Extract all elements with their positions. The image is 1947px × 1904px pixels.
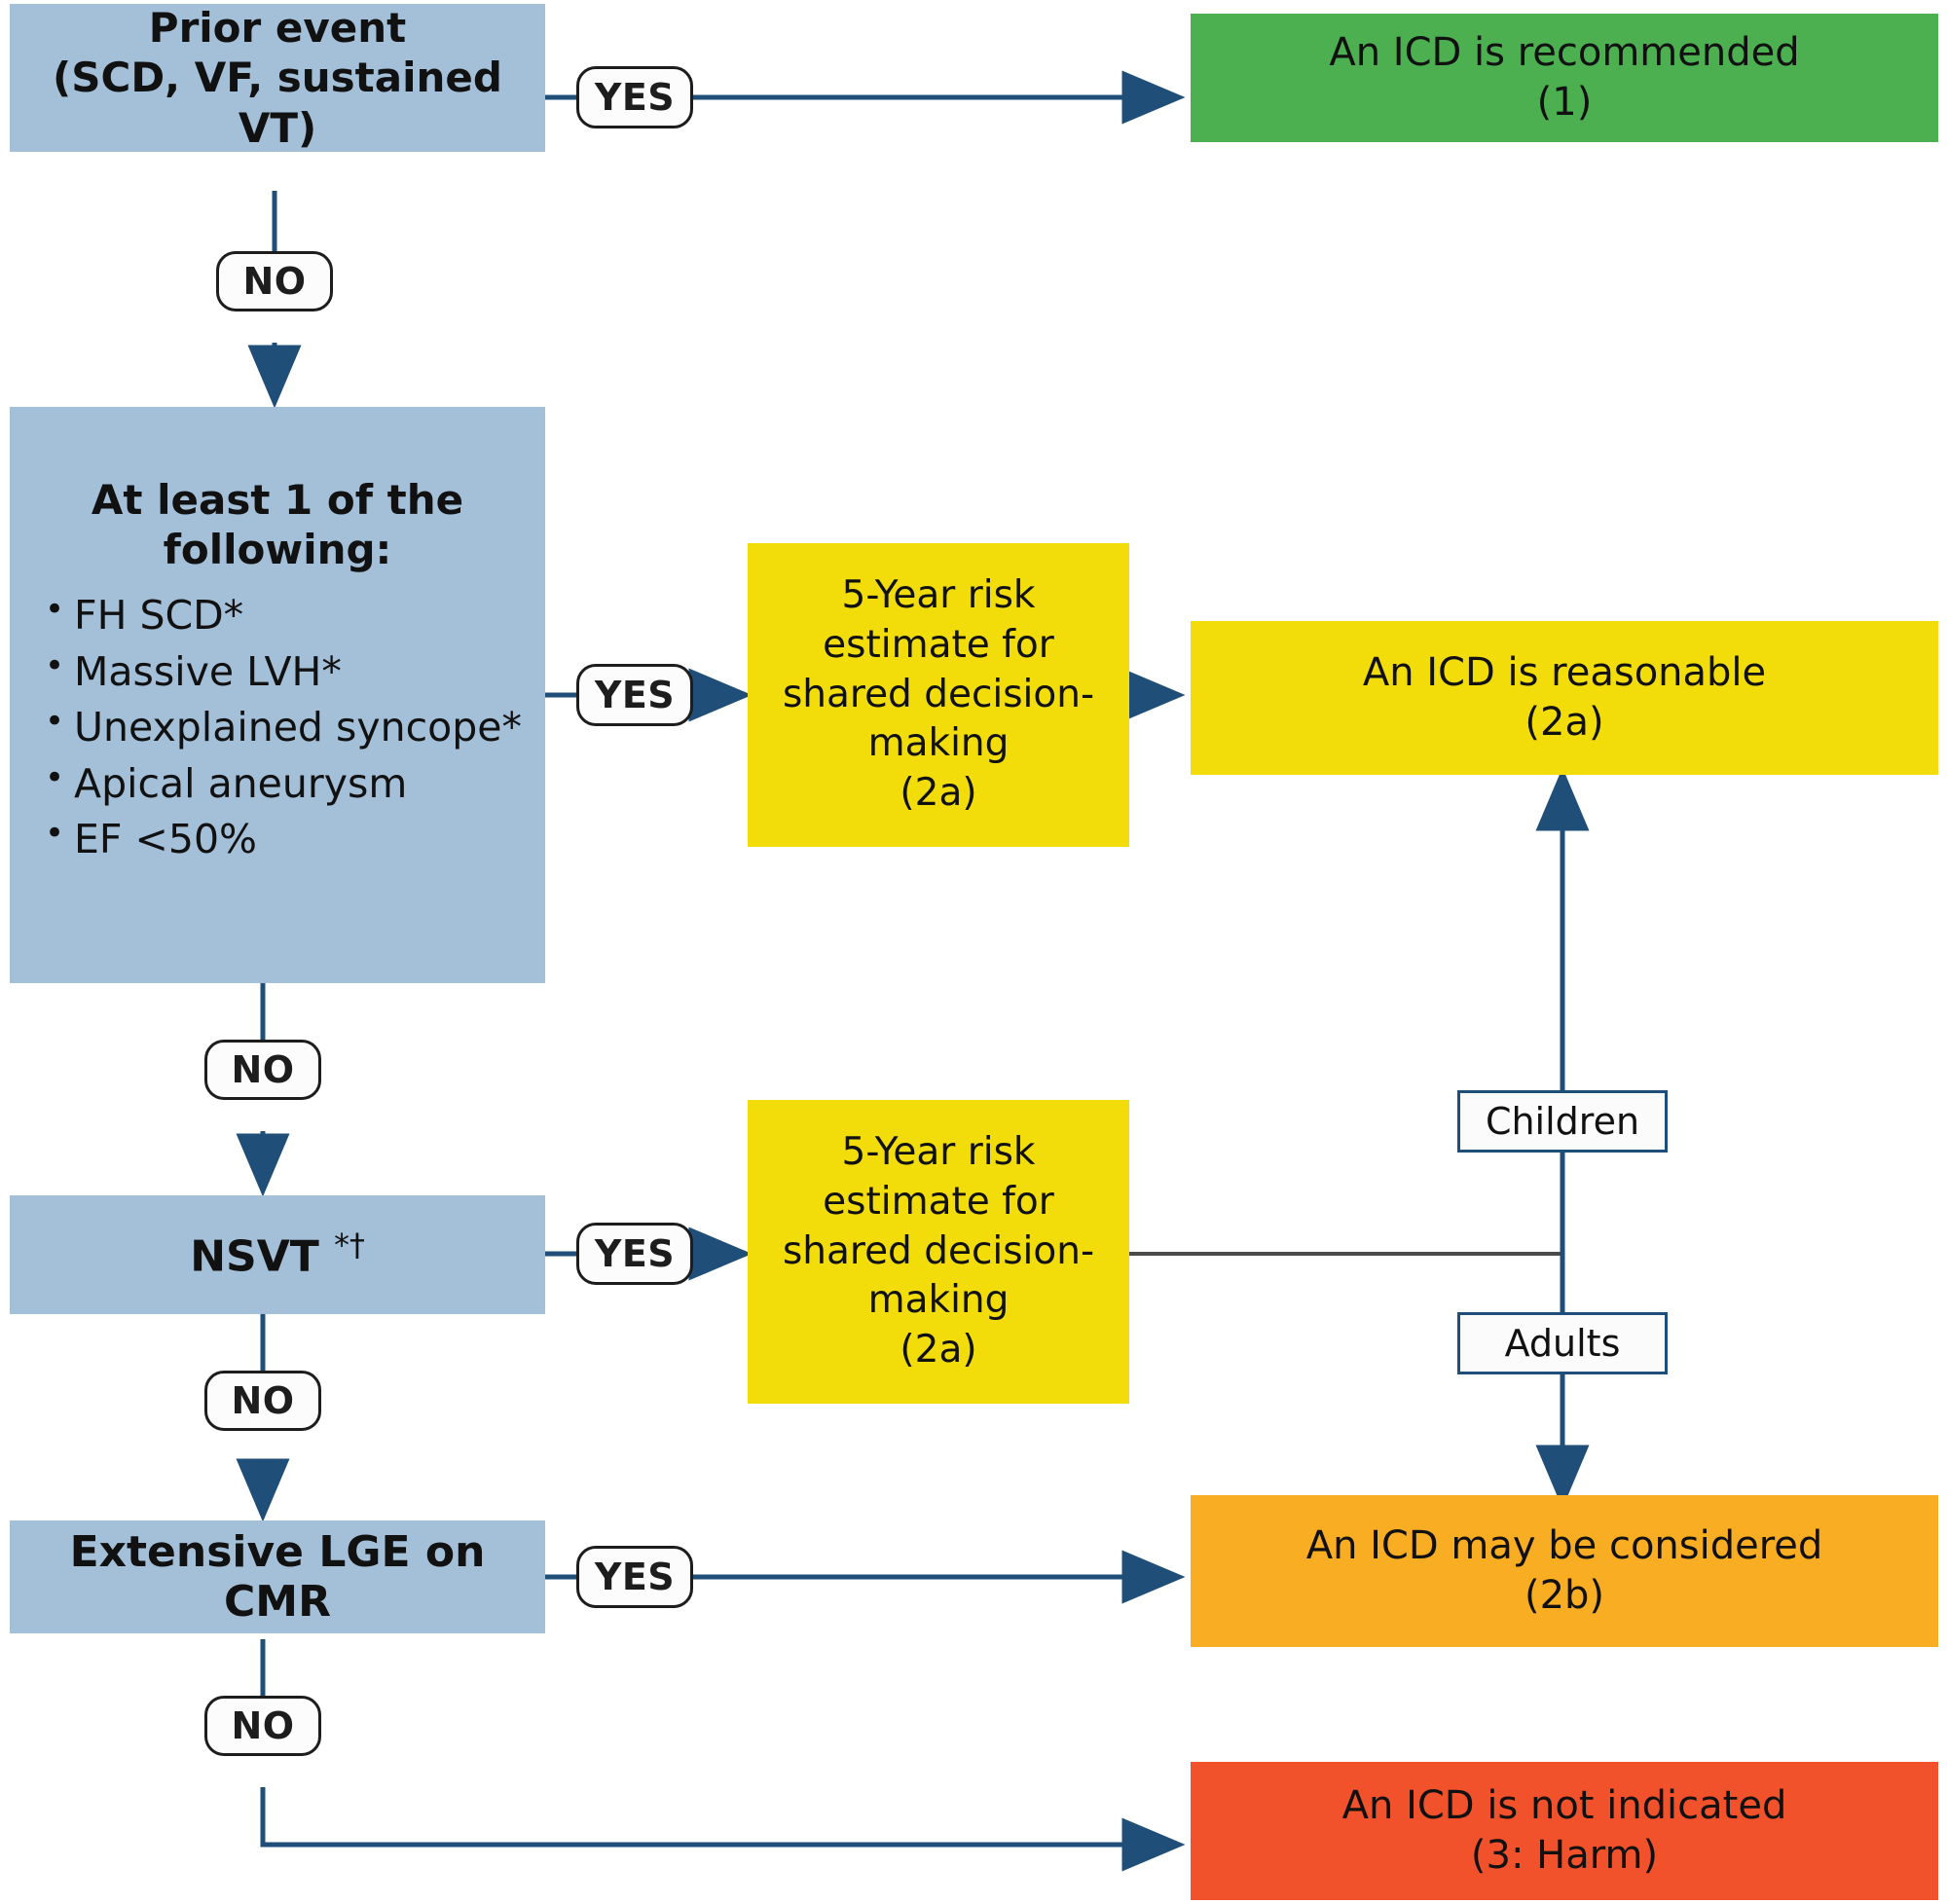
badge-children[interactable]: Children <box>1457 1090 1668 1153</box>
prior-event-line2: (SCD, VF, sustained VT) <box>53 54 502 152</box>
icd-reasonable-line1: An ICD is reasonable <box>1362 649 1767 695</box>
badge-no-lge[interactable]: NO <box>204 1696 321 1756</box>
risk-estimate-2-line2: estimate for <box>823 1179 1054 1224</box>
node-risk-factors[interactable]: At least 1 of the following: FH SCD* Mas… <box>10 407 545 983</box>
nsvt-text: NSVT <box>190 1231 319 1282</box>
badge-no-prior-event[interactable]: NO <box>216 251 333 311</box>
icd-reasonable-line2: (2a) <box>1525 700 1604 745</box>
icd-considered-line2: (2b) <box>1524 1573 1605 1618</box>
list-item: Apical aneurysm <box>33 755 522 812</box>
node-icd-recommended[interactable]: An ICD is recommended (1) <box>1191 14 1938 142</box>
icd-recommended-line1: An ICD is recommended <box>1329 29 1800 75</box>
list-item: FH SCD* <box>33 587 522 643</box>
risk-estimate-2-line4: making <box>867 1278 1010 1323</box>
node-icd-not-indicated[interactable]: An ICD is not indicated (3: Harm) <box>1191 1762 1938 1900</box>
badge-no-risk-factors[interactable]: NO <box>204 1040 321 1100</box>
risk-factors-title-line1: At least 1 of the <box>91 476 464 524</box>
risk-factors-title-line2: following: <box>163 526 392 574</box>
risk-factors-list: FH SCD* Massive LVH* Unexplained syncope… <box>33 587 522 867</box>
prior-event-line1: Prior event <box>148 4 407 53</box>
node-icd-reasonable[interactable]: An ICD is reasonable (2a) <box>1191 621 1938 775</box>
list-item: Massive LVH* <box>33 643 522 700</box>
badge-no-nsvt[interactable]: NO <box>204 1371 321 1431</box>
node-extensive-lge[interactable]: Extensive LGE on CMR <box>10 1520 545 1633</box>
node-nsvt[interactable]: NSVT *† <box>10 1195 545 1314</box>
node-icd-considered[interactable]: An ICD may be considered (2b) <box>1191 1495 1938 1647</box>
wire-lge-no-out <box>260 1787 1186 1872</box>
icd-considered-line1: An ICD may be considered <box>1305 1522 1823 1568</box>
badge-yes-nsvt[interactable]: YES <box>576 1223 693 1285</box>
node-prior-event[interactable]: Prior event (SCD, VF, sustained VT) <box>10 4 545 152</box>
badge-adults[interactable]: Adults <box>1457 1312 1668 1374</box>
list-item: EF <50% <box>33 811 522 867</box>
nsvt-marks: *† <box>334 1227 365 1263</box>
node-risk-estimate-1[interactable]: 5-Year risk estimate for shared decision… <box>748 543 1129 847</box>
risk-estimate-2-line1: 5-Year risk <box>841 1130 1036 1175</box>
risk-estimate-1-line5: (2a) <box>900 771 977 816</box>
icd-not-indicated-line1: An ICD is not indicated <box>1341 1782 1787 1828</box>
risk-estimate-1-line2: estimate for <box>823 622 1054 667</box>
risk-estimate-2-line5: (2a) <box>900 1328 977 1373</box>
badge-yes-risk-factors[interactable]: YES <box>576 664 693 726</box>
risk-estimate-2-line3: shared decision- <box>782 1228 1095 1273</box>
risk-estimate-1-line1: 5-Year risk <box>841 573 1036 618</box>
risk-estimate-1-line4: making <box>867 721 1010 766</box>
node-risk-estimate-2[interactable]: 5-Year risk estimate for shared decision… <box>748 1100 1129 1404</box>
icd-recommended-line2: (1) <box>1536 80 1593 125</box>
extensive-lge-label: Extensive LGE on CMR <box>69 1527 486 1627</box>
badge-yes-lge[interactable]: YES <box>576 1546 693 1608</box>
list-item: Unexplained syncope* <box>33 699 522 755</box>
icd-not-indicated-line2: (3: Harm) <box>1470 1833 1659 1878</box>
badge-yes-prior-event[interactable]: YES <box>576 66 693 128</box>
risk-estimate-1-line3: shared decision- <box>782 672 1095 716</box>
nsvt-label: NSVT *† <box>190 1228 365 1282</box>
